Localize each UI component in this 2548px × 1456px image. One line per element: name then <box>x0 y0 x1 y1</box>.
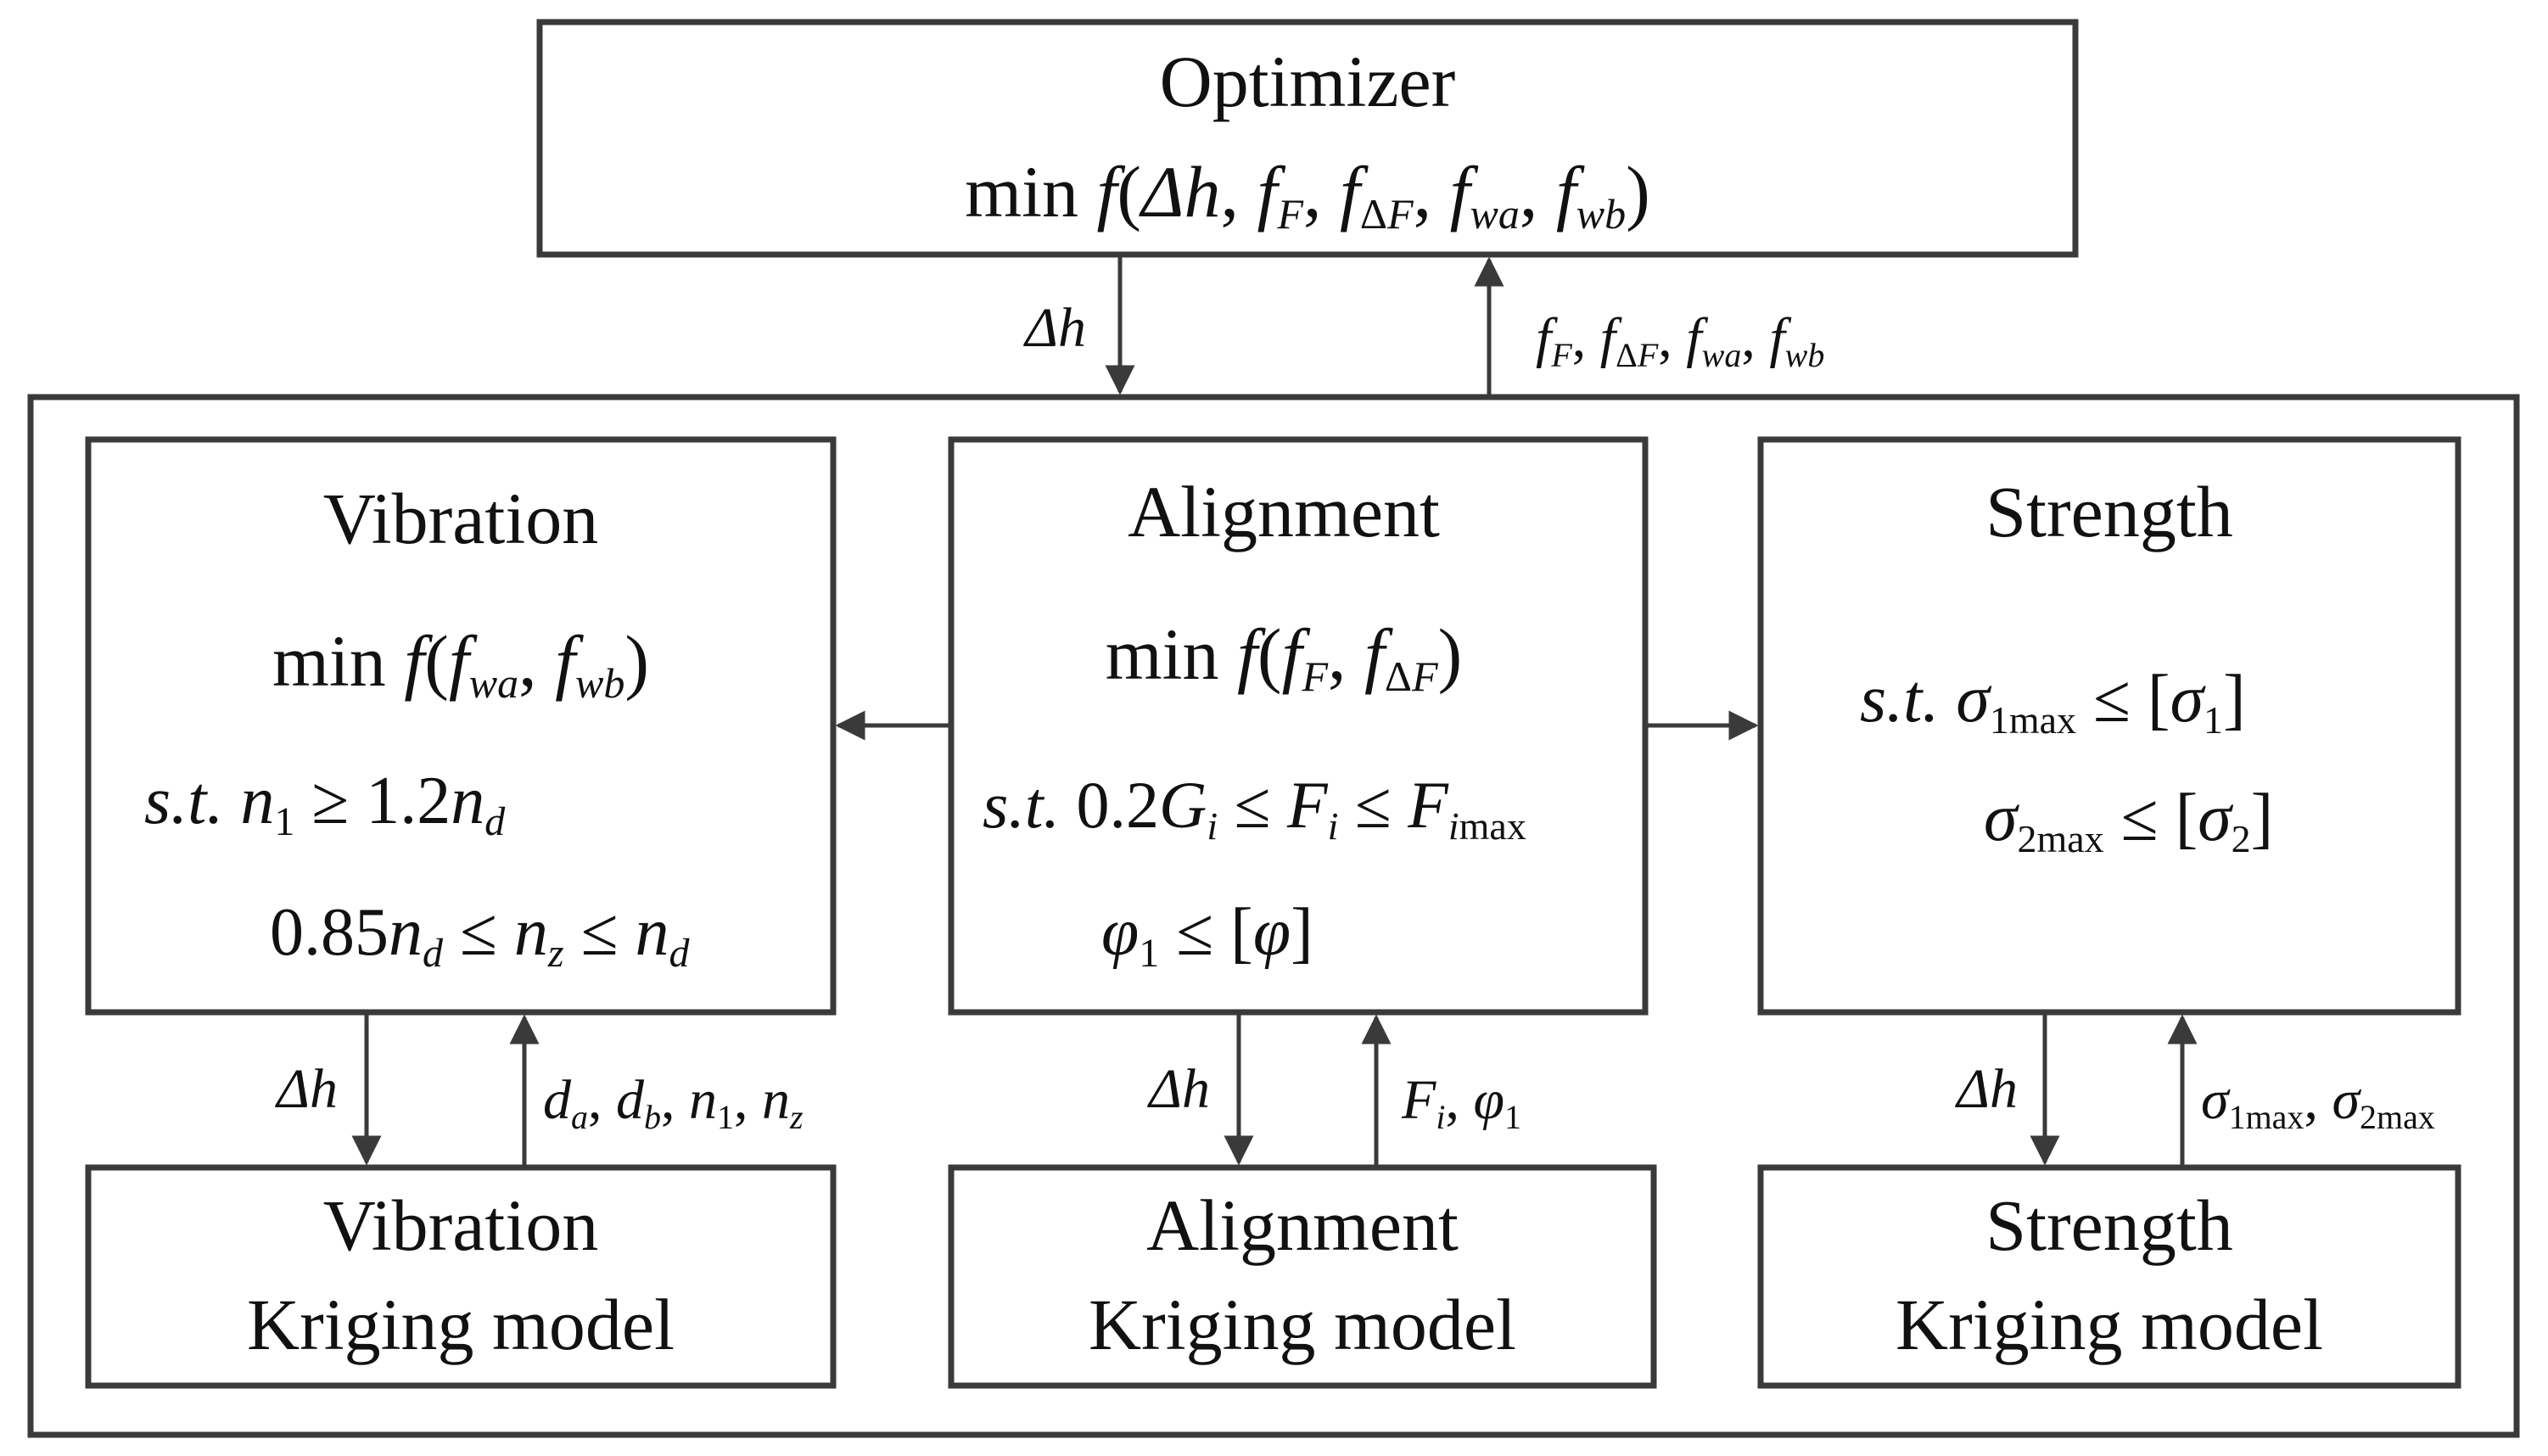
strength-kriging-line1: Strength <box>1985 1184 2232 1266</box>
strength-kriging-box <box>1757 1164 2461 1389</box>
vibration-kriging-box <box>85 1164 837 1389</box>
strength-constraint-2: σ2max ≤ [σ2] <box>1984 781 2273 860</box>
optimizer-box <box>536 19 2079 258</box>
strength-link-dh: Δh <box>1954 1058 2018 1120</box>
optimizer-title: Optimizer <box>1160 41 1456 122</box>
alignment-kriging-box <box>948 1164 1657 1389</box>
strength-title: Strength <box>1985 471 2232 552</box>
optimizer-objective: min f(Δh, fF, fΔF, fwa, fwb) <box>965 151 1650 238</box>
alignment-kriging-line1: Alignment <box>1146 1184 1459 1266</box>
vibration-link-dh: Δh <box>274 1058 338 1120</box>
alignment-constraint-2: φ1 ≤ [φ] <box>1101 895 1313 976</box>
alignment-objective: min f(fF, fΔF) <box>1106 613 1463 700</box>
strength-kriging-line2: Kriging model <box>1896 1284 2323 1365</box>
alignment-title: Alignment <box>1128 471 1440 552</box>
strength-link-up-label: σ1max, σ2max <box>2201 1069 2435 1136</box>
vibration-title: Vibration <box>323 478 598 559</box>
subsystem-frame <box>27 394 2520 1438</box>
link-label-dh-top: Δh <box>1022 297 1086 359</box>
vibration-constraint-2: 0.85nd ≤ nz ≤ nd <box>270 895 691 976</box>
alignment-constraint-1: s.t. 0.2Gi ≤ Fi ≤ Fimax <box>983 768 1526 848</box>
vibration-constraint-1: s.t. n1 ≥ 1.2nd <box>144 764 506 844</box>
strength-constraint-1: s.t. σ1max ≤ [σ1] <box>1860 662 2246 742</box>
vibration-link-up-label: da, db, n1, nz <box>543 1069 804 1136</box>
alignment-link-up-label: Fi, φ1 <box>1401 1069 1521 1136</box>
vibration-kriging-line2: Kriging model <box>247 1284 675 1365</box>
vibration-kriging-line1: Vibration <box>323 1184 598 1266</box>
objective-min: min <box>965 151 1096 232</box>
alignment-link-dh: Δh <box>1146 1058 1210 1120</box>
alignment-box <box>948 436 1649 1016</box>
vibration-box <box>85 436 837 1016</box>
link-label-top-up: fF, fΔF, fwa, fwb <box>1536 307 1824 374</box>
vibration-objective: min f(fwa, fwb) <box>272 620 649 707</box>
strength-box <box>1757 436 2461 1016</box>
alignment-kriging-line2: Kriging model <box>1089 1284 1516 1365</box>
